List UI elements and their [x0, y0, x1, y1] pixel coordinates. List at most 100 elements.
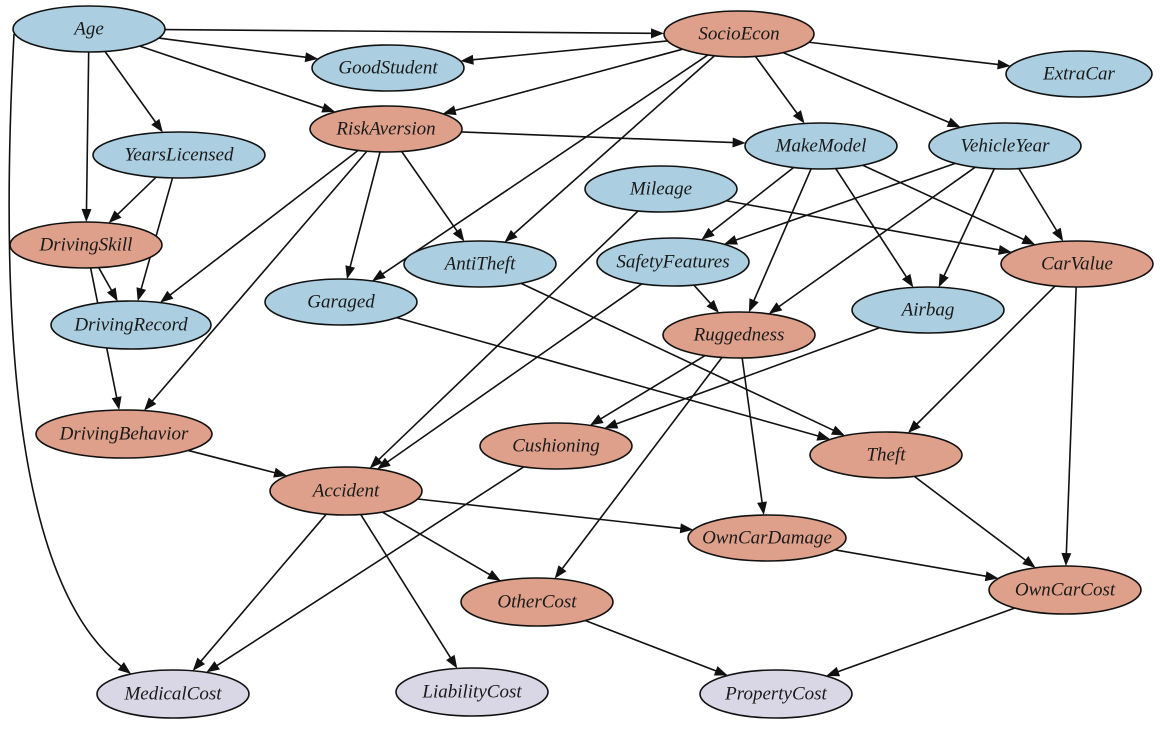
edge-own-car-damage-to-own-car-cost: [834, 549, 999, 582]
edge-risk-aversion-to-anti-theft: [401, 151, 465, 242]
edge-line: [381, 54, 709, 275]
node-car-value[interactable]: CarValue: [1000, 240, 1154, 288]
edges-layer: [8, 28, 1077, 677]
node-vehicle-year[interactable]: VehicleYear: [928, 122, 1082, 170]
node-label: Mileage: [629, 179, 692, 200]
edge-line: [754, 55, 799, 115]
node-label: DrivingRecord: [73, 315, 188, 336]
node-ruggedness[interactable]: Ruggedness: [662, 311, 816, 359]
node-label: MedicalCost: [123, 684, 222, 705]
edge-risk-aversion-to-driving-record: [160, 149, 359, 303]
arrowhead-icon: [369, 455, 383, 469]
arrowhead-icon: [377, 457, 391, 470]
edge-socio-econ-to-anti-theft: [504, 55, 716, 243]
edge-ruggedness-to-cushioning: [589, 354, 706, 426]
node-ellipse: [311, 44, 465, 92]
edge-years-licensed-to-driving-skill: [108, 176, 157, 224]
node-extra-car[interactable]: ExtraCar: [1005, 50, 1153, 98]
node-age[interactable]: Age: [12, 5, 166, 53]
edge-age-to-risk-aversion: [139, 45, 336, 113]
node-theft[interactable]: Theft: [809, 431, 963, 479]
edge-line: [520, 282, 835, 432]
edge-line: [1018, 168, 1058, 232]
edge-garaged-to-theft: [396, 316, 831, 441]
node-years-licensed[interactable]: YearsLicensed: [92, 131, 266, 179]
node-ellipse: [264, 278, 418, 326]
node-label: SafetyFeatures: [616, 252, 729, 273]
node-airbag[interactable]: Airbag: [851, 286, 1005, 334]
node-safety-features[interactable]: SafetyFeatures: [596, 237, 750, 287]
node-label: Garaged: [307, 292, 375, 313]
node-ellipse: [9, 221, 163, 269]
edge-driving-skill-to-driving-record: [98, 267, 118, 302]
edge-years-licensed-to-driving-record: [136, 177, 174, 302]
node-other-cost[interactable]: OtherCost: [460, 577, 614, 627]
arrowhead-icon: [442, 105, 457, 116]
arrowhead-icon: [679, 523, 694, 534]
edge-line: [417, 498, 682, 530]
arrowhead-icon: [554, 565, 567, 579]
edge-line: [693, 284, 712, 305]
arrowhead-icon: [136, 287, 147, 302]
node-make-model[interactable]: MakeModel: [744, 122, 898, 170]
node-liability-cost[interactable]: LiabilityCost: [395, 667, 549, 717]
edge-risk-aversion-to-garaged: [345, 151, 381, 280]
node-driving-record[interactable]: DrivingRecord: [50, 300, 212, 350]
edge-line: [615, 326, 880, 425]
node-socio-econ[interactable]: SocioEcon: [663, 10, 815, 58]
edge-line: [741, 357, 763, 504]
edge-line: [943, 168, 996, 277]
arrowhead-icon: [372, 269, 386, 282]
edge-line: [837, 607, 1016, 673]
node-good-student[interactable]: GoodStudent: [311, 44, 465, 92]
node-label: RiskAversion: [335, 119, 435, 140]
node-ellipse: [662, 311, 816, 359]
edge-vehicle-year-to-car-value: [1018, 168, 1064, 242]
arrowhead-icon: [701, 227, 715, 240]
edge-line: [360, 514, 452, 659]
edge-car-value-to-own-car-cost: [1061, 286, 1077, 567]
edge-line: [396, 316, 819, 437]
node-garaged[interactable]: Garaged: [264, 278, 418, 326]
arrowhead-icon: [946, 117, 961, 128]
node-mileage[interactable]: Mileage: [584, 165, 738, 213]
edge-socio-econ-to-risk-aversion: [442, 48, 683, 116]
node-ellipse: [809, 431, 963, 479]
arrowhead-icon: [650, 28, 665, 39]
node-label: VehicleYear: [960, 136, 1050, 157]
node-anti-theft[interactable]: AntiTheft: [403, 240, 557, 288]
arrowhead-icon: [106, 287, 118, 302]
node-ellipse: [988, 565, 1142, 615]
arrowhead-icon: [151, 118, 163, 133]
node-label: LiabilityCost: [421, 682, 522, 703]
node-ellipse: [851, 286, 1005, 334]
node-own-car-damage[interactable]: OwnCarDamage: [687, 514, 847, 562]
edge-make-model-to-safety-features: [701, 166, 795, 240]
edge-safety-features-to-ruggedness: [693, 284, 719, 313]
node-label: ExtraCar: [1042, 64, 1115, 85]
edge-accident-to-liability-cost: [360, 514, 458, 669]
edge-line: [8, 33, 123, 668]
edge-line: [401, 151, 459, 233]
edge-theft-to-own-car-cost: [913, 475, 1036, 568]
node-accident[interactable]: Accident: [269, 466, 423, 516]
arrowhead-icon: [345, 265, 356, 280]
node-property-cost[interactable]: PropertyCost: [699, 669, 853, 719]
node-driving-behavior[interactable]: DrivingBehavior: [35, 409, 213, 459]
edge-age-to-years-licensed: [104, 51, 163, 133]
edge-line: [512, 55, 716, 235]
edge-line: [215, 466, 525, 667]
node-medical-cost[interactable]: MedicalCost: [96, 669, 250, 719]
arrowhead-icon: [757, 501, 768, 516]
node-label: SocioEcon: [698, 24, 779, 45]
arrowhead-icon: [938, 273, 949, 288]
edge-cushioning-to-medical-cost: [206, 466, 525, 673]
node-driving-skill[interactable]: DrivingSkill: [9, 221, 163, 269]
node-risk-aversion[interactable]: RiskAversion: [309, 105, 463, 153]
edge-make-model-to-car-value: [862, 164, 1036, 245]
edge-line: [151, 150, 368, 403]
arrowhead-icon: [748, 298, 759, 313]
node-ellipse: [596, 237, 750, 287]
node-own-car-cost[interactable]: OwnCarCost: [988, 565, 1142, 615]
node-cushioning[interactable]: Cushioning: [479, 422, 633, 470]
